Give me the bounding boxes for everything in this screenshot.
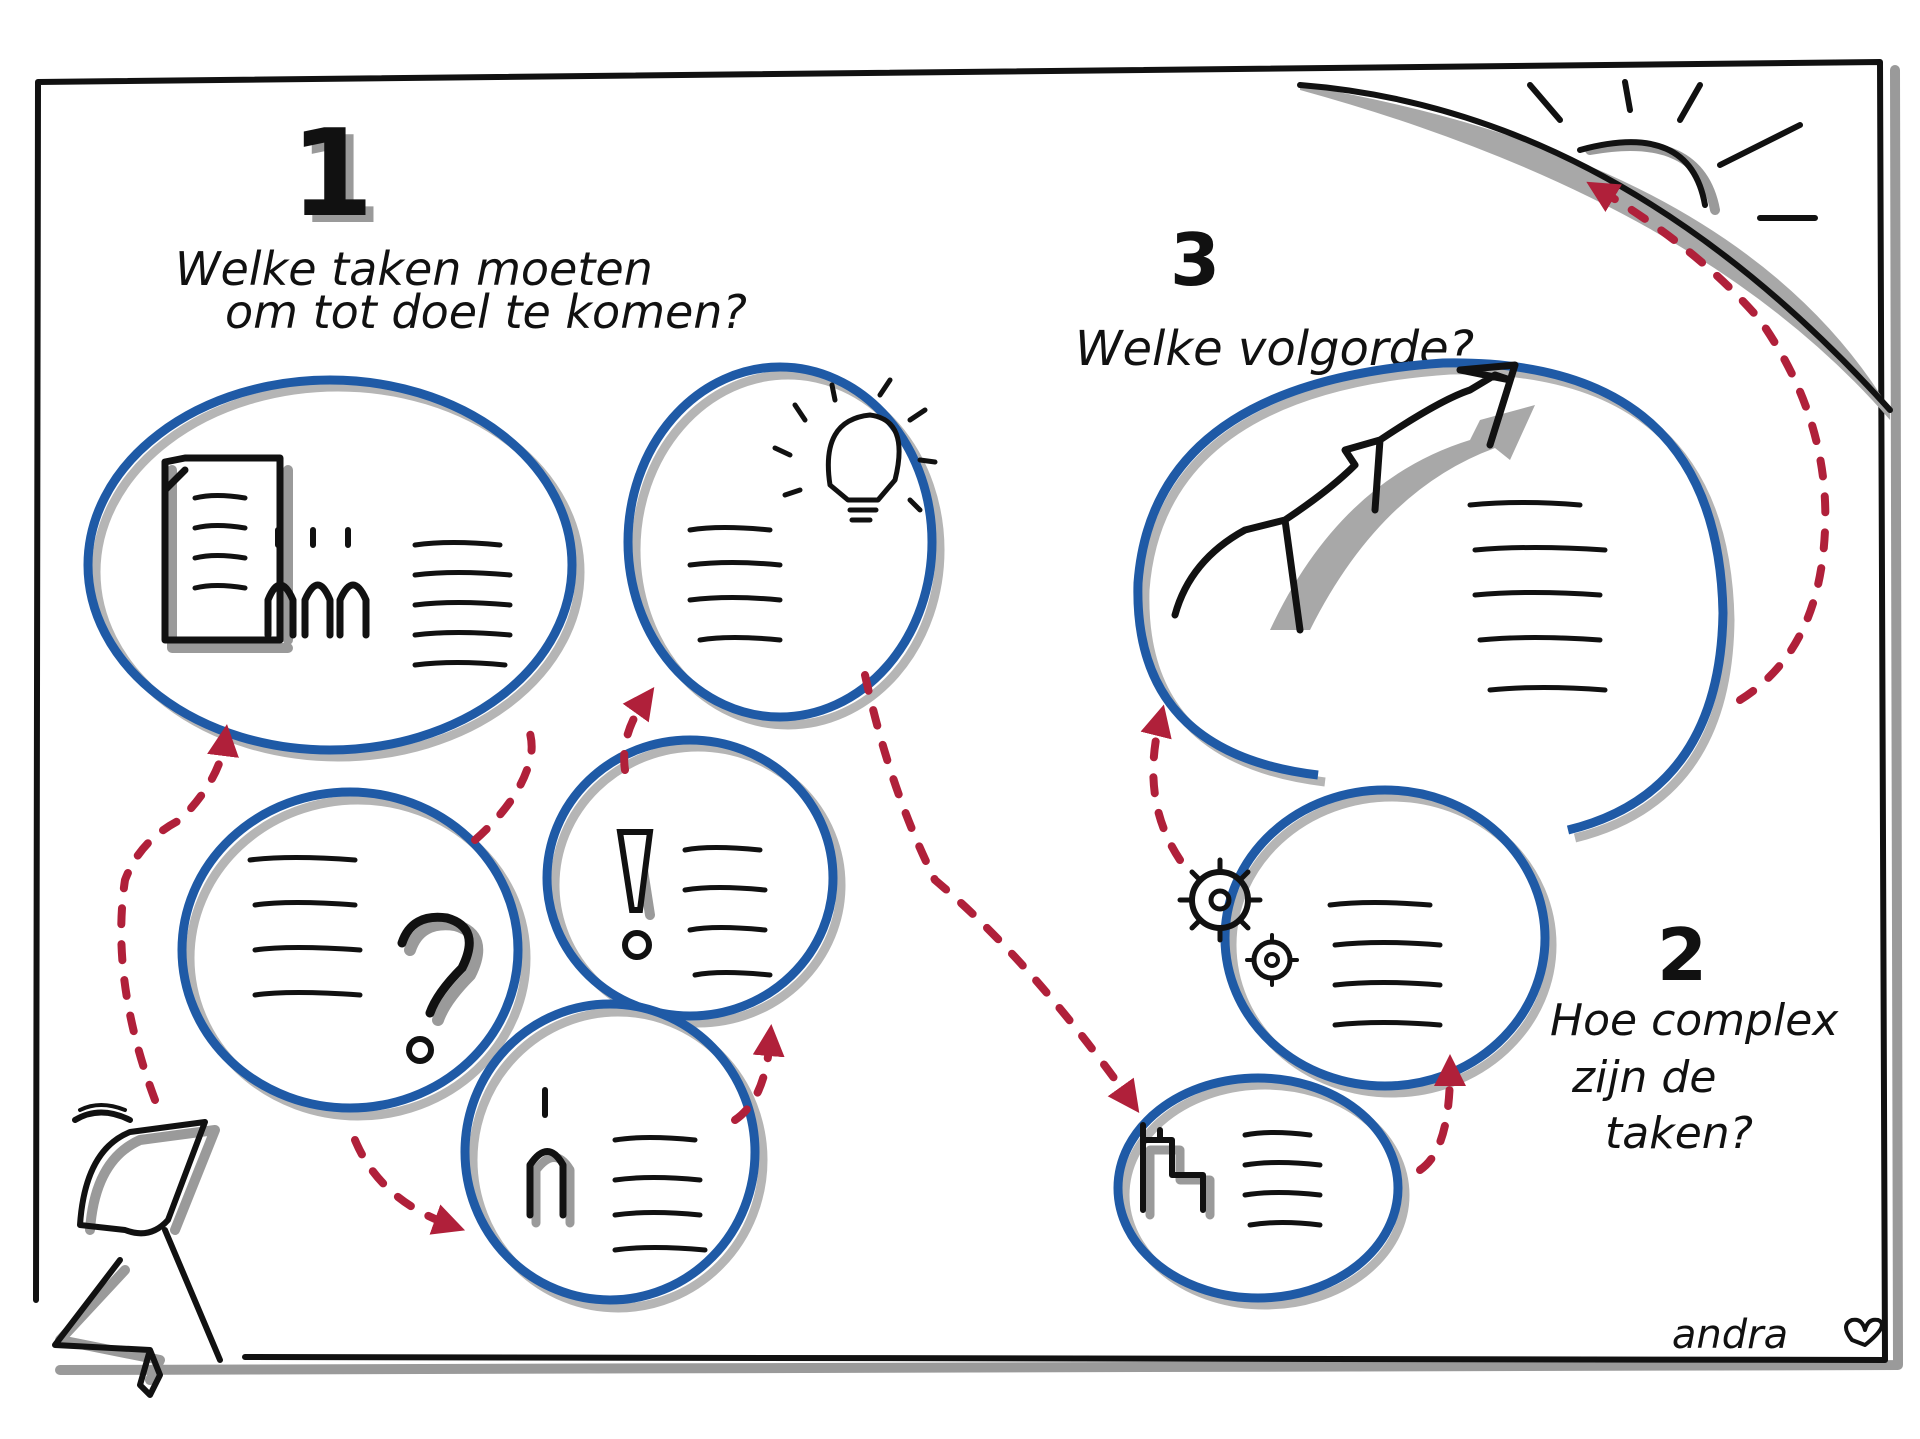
step-2-number: 2 (1657, 913, 1707, 997)
step-1-number-shadow: 1 (298, 112, 382, 251)
text-squiggles (1327, 900, 1443, 1028)
signature-text: andra (1672, 1312, 1788, 1358)
step-1-heading: 1 1 Welke taken moeten om tot doel te ko… (175, 105, 747, 339)
sun-icon (1527, 79, 1818, 221)
people-icon (264, 527, 370, 639)
bubble-steps (1113, 1073, 1410, 1310)
step-2-question-line2: zijn de (1571, 1052, 1716, 1103)
step-2-heading: 2 Hoe complex zijn de taken? (1550, 913, 1839, 1159)
signature: andra (1672, 1312, 1884, 1358)
text-squiggles (1467, 500, 1608, 693)
frame (33, 59, 1903, 1375)
step-1-question-line1: Welke taken moeten (175, 242, 653, 296)
gear-icon (1177, 857, 1299, 987)
text-squiggles (682, 845, 773, 978)
step-3-number: 3 (1170, 218, 1220, 302)
text-squiggles (247, 855, 363, 998)
question-mark-icon (397, 912, 484, 1064)
step-2-question-line3: taken? (1605, 1108, 1753, 1159)
bubble-idea (623, 362, 945, 730)
text-squiggles (412, 540, 513, 668)
step-2-question-line1: Hoe complex (1550, 995, 1839, 1046)
person-icon (526, 1087, 575, 1228)
stick-figure-icon (52, 1103, 223, 1398)
bubble-sequence (1133, 358, 1735, 843)
bubble-attention (542, 735, 846, 1028)
document-icon (161, 454, 293, 653)
growth-arrow-icon (1171, 361, 1535, 634)
hill-horizon (1297, 82, 1893, 420)
flow-arrows (117, 181, 1830, 1235)
step-3-heading: 3 Welke volgorde? (1075, 218, 1474, 377)
text-squiggles (687, 525, 783, 643)
bubble-tasks-team (83, 375, 585, 762)
bubble-person (460, 999, 768, 1313)
bubble-question (177, 787, 531, 1121)
stairs-icon (1140, 1122, 1215, 1220)
heart-icon (1844, 1317, 1884, 1347)
bubble-complexity (1177, 785, 1557, 1098)
step-1-number: 1 (290, 105, 374, 244)
text-squiggles (612, 1135, 708, 1253)
lightbulb-icon (772, 377, 938, 523)
step-1-question-line2: om tot doel te komen? (225, 285, 747, 339)
exclamation-icon (616, 829, 655, 960)
text-squiggles (1242, 1130, 1323, 1228)
